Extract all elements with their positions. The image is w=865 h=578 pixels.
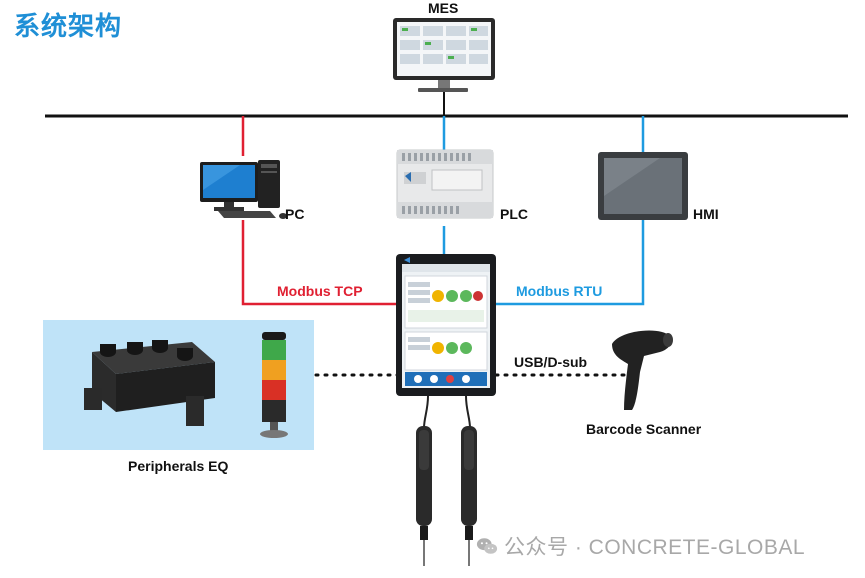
- mes-label: MES: [428, 0, 459, 16]
- barcode-scanner: [612, 330, 673, 410]
- hmi-panel: [598, 152, 688, 220]
- pc-computer: [200, 160, 287, 219]
- modbus-rtu-label: Modbus RTU: [516, 283, 603, 299]
- modbus-rtu-line: [494, 220, 645, 306]
- pc-label: PC: [285, 206, 305, 222]
- screwdriver-right: [461, 395, 477, 566]
- controller-device: [396, 254, 496, 396]
- peripherals-label: Peripherals EQ: [128, 458, 229, 474]
- page-title: 系统架构: [14, 12, 123, 42]
- plc-unit: [396, 149, 494, 219]
- usb-dsub-label: USB/D-sub: [514, 354, 588, 370]
- modbus-tcp-line-lower: [241, 220, 398, 306]
- modbus-tcp-label: Modbus TCP: [277, 283, 363, 299]
- mes-monitor: [393, 18, 495, 92]
- wechat-icon: [476, 538, 498, 554]
- stack-light: [260, 332, 288, 438]
- scanner-label: Barcode Scanner: [586, 421, 702, 437]
- plc-label: PLC: [500, 206, 528, 222]
- watermark: 公众号 · CONCRETE-GLOBAL: [476, 531, 805, 561]
- watermark-text: 公众号 · CONCRETE-GLOBAL: [504, 536, 806, 559]
- screwdriver-left: [416, 395, 432, 566]
- hmi-label: HMI: [693, 206, 719, 222]
- junction-box: [84, 340, 215, 426]
